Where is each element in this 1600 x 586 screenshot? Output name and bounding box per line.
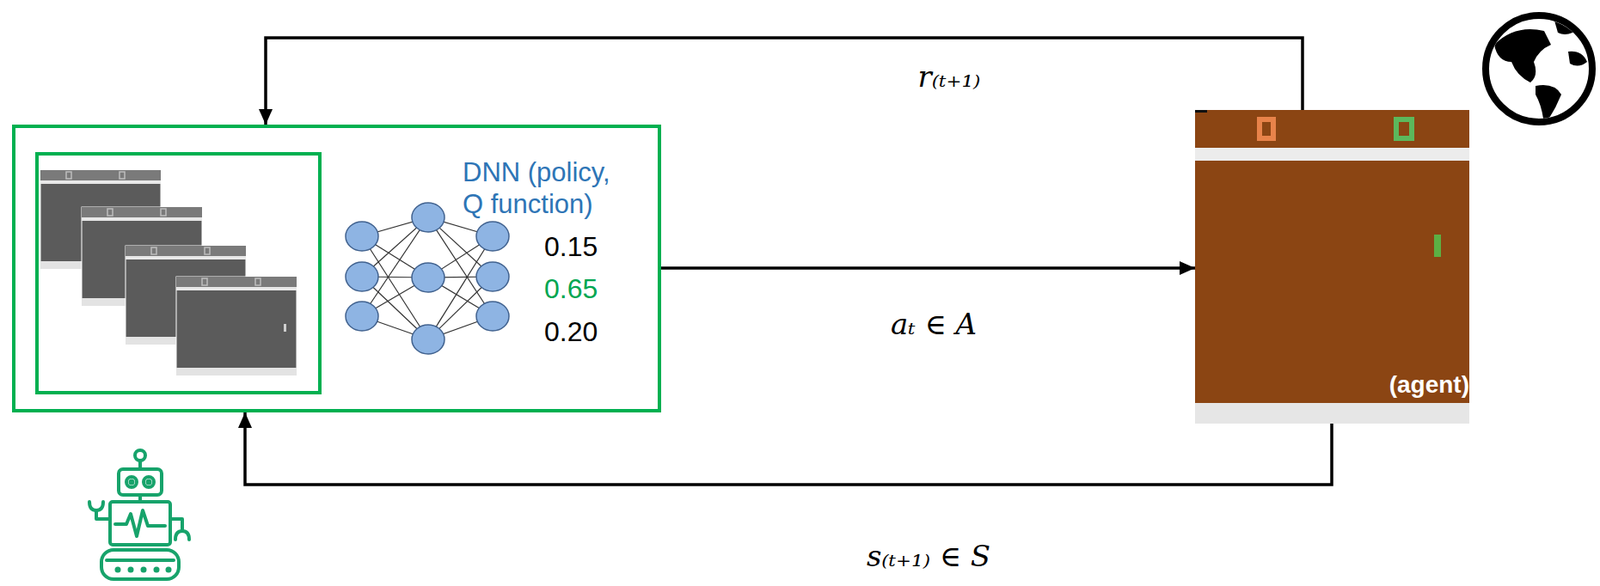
neuron bbox=[476, 301, 509, 332]
flow-arrow bbox=[661, 266, 1196, 270]
robot-icon bbox=[89, 502, 104, 511]
robot-icon bbox=[101, 550, 179, 580]
robot-icon bbox=[140, 567, 148, 574]
robot-icon bbox=[170, 519, 183, 532]
robot-icon bbox=[89, 450, 190, 580]
robot-icon bbox=[115, 567, 172, 574]
environment-box: (agent) bbox=[1195, 110, 1475, 424]
robot-icon bbox=[153, 567, 160, 574]
robot-icon bbox=[175, 531, 190, 540]
pong-screen bbox=[1434, 234, 1441, 258]
globe-icon bbox=[1494, 29, 1551, 83]
robot-icon bbox=[165, 567, 172, 574]
pong-screen bbox=[1195, 110, 1470, 424]
neuron bbox=[345, 221, 379, 252]
frame-stack bbox=[176, 276, 297, 376]
pong-screen bbox=[1393, 116, 1415, 141]
neuron bbox=[411, 202, 445, 233]
edge-label: s₍ₜ₊₁₎ ∈ S bbox=[861, 539, 996, 574]
frame-stack bbox=[283, 324, 287, 332]
pong-screen bbox=[1195, 147, 1470, 161]
robot-icon bbox=[118, 469, 162, 496]
neuron bbox=[411, 324, 445, 355]
robot-icon bbox=[115, 510, 166, 537]
input-frame-box bbox=[36, 153, 320, 393]
action-probability: 0.15 bbox=[544, 230, 598, 264]
pong-screen bbox=[1256, 116, 1276, 141]
robot-icon bbox=[106, 558, 174, 563]
neuron bbox=[476, 221, 509, 252]
pong-screen bbox=[1195, 110, 1470, 424]
robot-icon bbox=[110, 502, 171, 546]
neuron bbox=[345, 301, 379, 332]
action-probability: 0.20 bbox=[544, 315, 598, 349]
pong-screen bbox=[1262, 122, 1271, 136]
pong-screen bbox=[1398, 122, 1410, 136]
agent-box: DNN (policy, Q function) 0.15 0.65 0.20 bbox=[12, 124, 662, 413]
pong-screen bbox=[1195, 403, 1470, 424]
globe-icon bbox=[1568, 51, 1588, 67]
frame-stack bbox=[40, 170, 297, 376]
neuron bbox=[476, 262, 509, 292]
globe-icon bbox=[1485, 15, 1593, 123]
globe-icon bbox=[1535, 85, 1562, 126]
action-probability: 0.65 bbox=[544, 272, 598, 306]
flow-arrow bbox=[245, 412, 1332, 485]
globe-icon bbox=[1485, 15, 1593, 126]
agent-label: (agent) bbox=[1389, 370, 1470, 400]
flow-arrow bbox=[265, 37, 1303, 125]
globe-icon bbox=[1554, 18, 1581, 35]
robot-icon bbox=[147, 481, 151, 485]
network-label: DNN (policy, Q function) bbox=[462, 156, 635, 221]
neural-network bbox=[361, 217, 493, 340]
robot-icon bbox=[143, 477, 154, 488]
globe-icon bbox=[1494, 18, 1588, 126]
robot-icon bbox=[130, 481, 134, 485]
robot-icon bbox=[115, 567, 122, 574]
robot-icon bbox=[128, 567, 135, 574]
neuron bbox=[411, 263, 445, 293]
neuron bbox=[345, 202, 509, 355]
edge-label: aₜ ∈ A bbox=[885, 306, 982, 342]
robot-icon bbox=[126, 477, 137, 488]
pong-screen bbox=[1195, 110, 1208, 113]
edge-label: r₍ₜ₊₁₎ bbox=[913, 59, 987, 94]
neuron bbox=[345, 262, 379, 292]
